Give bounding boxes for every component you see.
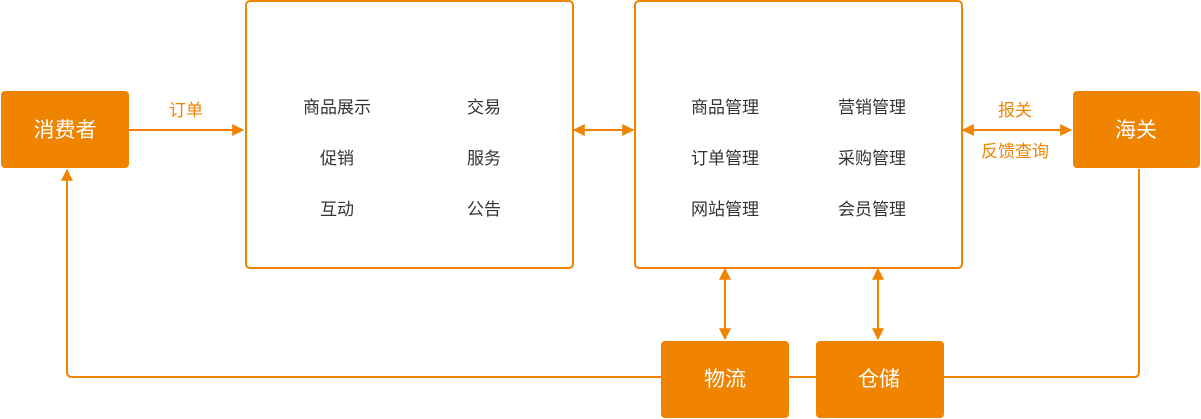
backend-item: 采购管理 — [838, 149, 906, 169]
backend-panel: 商品管理 营销管理 订单管理 采购管理 网站管理 会员管理 — [634, 0, 963, 269]
storefront-item: 公告 — [467, 200, 501, 220]
link-warehouse-customs — [944, 169, 1140, 378]
node-consumer-label: 消费者 — [34, 118, 97, 142]
storefront-item: 交易 — [467, 98, 501, 118]
node-customs: 海关 — [1073, 91, 1200, 168]
return-path-to-consumer — [61, 168, 661, 378]
node-warehouse-label: 仓储 — [858, 367, 900, 391]
storefront-panel: 商品展示 交易 促销 服务 互动 公告 — [245, 0, 574, 269]
storefront-item: 促销 — [320, 149, 354, 169]
node-consumer: 消费者 — [1, 91, 129, 168]
node-warehouse: 仓储 — [816, 341, 944, 418]
backend-item: 会员管理 — [838, 200, 906, 220]
node-logistics: 物流 — [661, 341, 789, 418]
node-customs-label: 海关 — [1115, 118, 1157, 142]
backend-item: 订单管理 — [691, 149, 759, 169]
backend-item: 营销管理 — [838, 98, 906, 118]
node-logistics-label: 物流 — [704, 367, 746, 391]
storefront-item: 商品展示 — [303, 98, 371, 118]
storefront-item: 服务 — [467, 149, 501, 169]
storefront-item: 互动 — [320, 200, 354, 220]
backend-item: 网站管理 — [691, 200, 759, 220]
edge-label-declaration: 报关 — [998, 101, 1032, 121]
edge-label-feedback: 反馈查询 — [981, 142, 1049, 162]
edge-label-order: 订单 — [169, 101, 203, 121]
backend-item: 商品管理 — [691, 98, 759, 118]
